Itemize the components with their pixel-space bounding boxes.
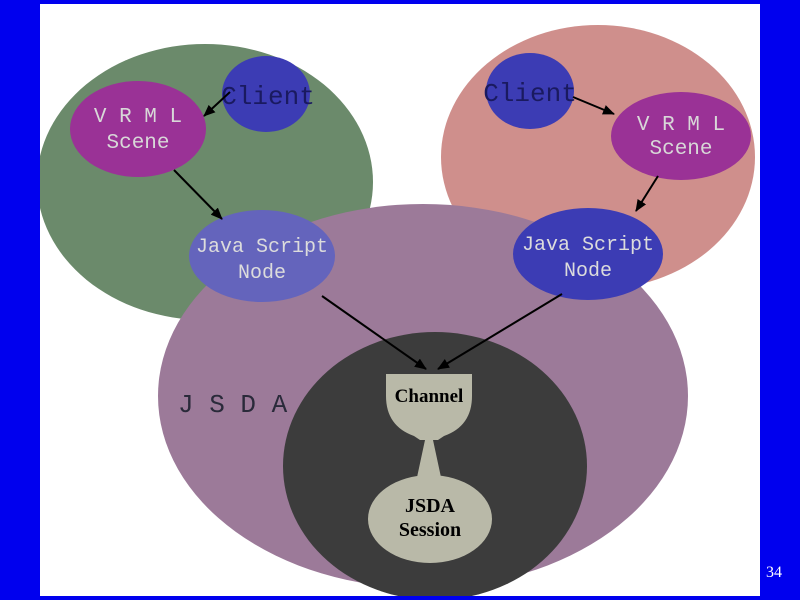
right-scene-node: [611, 92, 751, 180]
right-client-node: [486, 53, 574, 129]
right-scene-label-line1: V R M L: [637, 114, 725, 137]
right-client-label: Client: [483, 79, 577, 109]
right-js-node-label-line1: Java Script: [522, 234, 654, 257]
right-js-node: [513, 208, 663, 300]
left-js-node: [189, 210, 335, 302]
arrow-right-client-to-scene: [572, 96, 615, 115]
left-scene-node: [70, 81, 206, 177]
session-label-line2: Session: [399, 519, 461, 541]
channel-funnel: [386, 374, 472, 440]
arrow-right-js-node-to-channel: [437, 293, 563, 370]
right-js-node-label-line2: Node: [564, 260, 612, 283]
left-client-label: Client: [221, 82, 315, 112]
slide: Client V R M L Scene Java Script Node Cl…: [40, 4, 760, 596]
arrow-left-scene-to-js-node: [173, 169, 223, 220]
left-client-node: [222, 56, 310, 132]
left-scene-label-line1: V R M L: [94, 106, 182, 129]
arrow-left-js-node-to-channel: [321, 295, 427, 370]
channel-stem: [416, 440, 442, 482]
page-number: 34: [766, 564, 782, 581]
session-label-line1: JSDA: [405, 495, 456, 517]
channel-label: Channel: [395, 386, 464, 407]
arrow-right-scene-to-js-node: [635, 175, 659, 212]
session-node: [368, 475, 492, 563]
arrow-left-client-to-scene: [203, 91, 231, 117]
jsda-label: J S D A: [178, 390, 288, 420]
architecture-diagram: Client V R M L Scene Java Script Node Cl…: [40, 25, 755, 596]
left-js-node-label-line1: Java Script: [196, 236, 328, 259]
right-scene-label-line2: Scene: [649, 138, 712, 161]
left-js-node-label-line2: Node: [238, 262, 286, 285]
left-scene-label-line2: Scene: [106, 132, 169, 155]
